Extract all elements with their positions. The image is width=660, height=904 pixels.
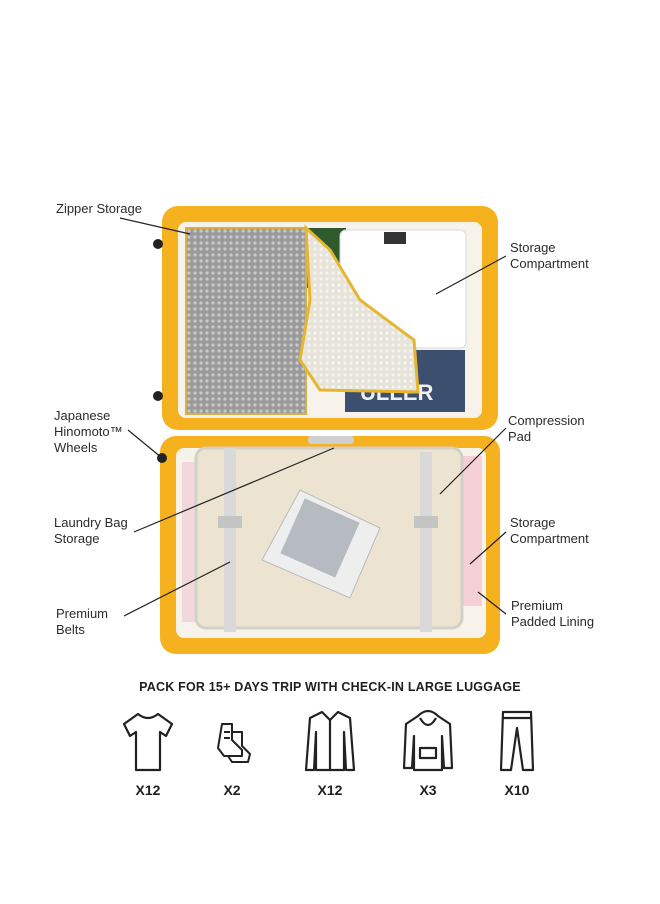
count-shoes: X2 <box>223 782 241 798</box>
hoodie-icon <box>402 709 454 772</box>
packing-headline: PACK FOR 15+ DAYS TRIP WITH CHECK-IN LAR… <box>139 680 521 694</box>
packing-item-shoes: X2 <box>187 708 277 798</box>
count-pants: X10 <box>504 782 530 798</box>
count-hoodies: X3 <box>419 782 437 798</box>
luggage-interior-illustration: ULLER <box>119 206 507 654</box>
callout-zipper-storage: Zipper Storage <box>56 201 142 216</box>
callout-lines <box>119 217 507 617</box>
shirt-icon <box>304 710 356 772</box>
lower-shell <box>157 436 500 654</box>
callout-compression-pad: Compression Pad <box>508 413 585 444</box>
callout-storage-compartment-bottom: Storage Compartment <box>510 515 589 546</box>
tshirt-icon <box>122 712 174 772</box>
packing-item-pants: X10 <box>472 708 562 798</box>
callout-premium-belts: Premium Belts <box>56 606 109 637</box>
packing-item-shirts: X12 <box>285 708 375 798</box>
packing-item-hoodies: X3 <box>383 708 473 798</box>
upper-shell: ULLER <box>153 206 498 430</box>
count-shirts: X12 <box>317 782 343 798</box>
wheel-icon <box>153 239 163 249</box>
callout-wheels: Japanese Hinomoto™ Wheels <box>54 408 123 455</box>
count-tshirts: X12 <box>135 782 161 798</box>
callout-laundry-bag: Laundry Bag Storage <box>54 515 128 546</box>
callout-premium-lining: Premium Padded Lining <box>511 598 595 629</box>
callout-storage-compartment-top: Storage Compartment <box>510 240 589 271</box>
packing-item-tshirts: X12 <box>103 708 193 798</box>
pants-icon <box>499 710 535 772</box>
shoes-icon <box>217 723 251 763</box>
